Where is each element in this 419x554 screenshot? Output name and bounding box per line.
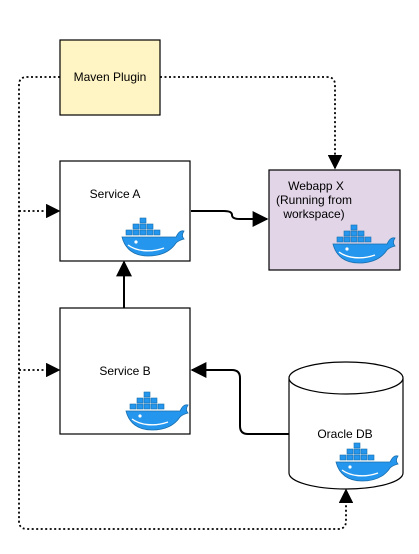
service-a-node[interactable]: Service A [59,160,191,262]
oracle-db-label: Oracle DB [317,427,372,441]
webapp-x-subtitle-1: (Running from [276,193,352,207]
maven-plugin-label: Maven Plugin [74,70,147,84]
oracle-db-node[interactable]: Oracle DB [288,361,404,490]
edge-oracle-to-service-b [190,362,289,435]
webapp-x-node[interactable]: Webapp X (Running from workspace) [268,169,401,271]
maven-plugin-node[interactable]: Maven Plugin [59,39,161,116]
edge-maven-to-webapp [160,76,343,170]
service-b-node[interactable]: Service B [59,307,191,435]
edge-maven-trunk [18,76,354,530]
dotted-connectors [18,76,354,530]
edge-service-a-to-webapp [191,210,269,227]
webapp-x-subtitle-2: workspace) [282,207,344,221]
service-a-label: Service A [90,187,141,201]
webapp-x-title: Webapp X [288,179,344,193]
solid-connectors [116,210,289,435]
service-b-label: Service B [99,364,150,378]
